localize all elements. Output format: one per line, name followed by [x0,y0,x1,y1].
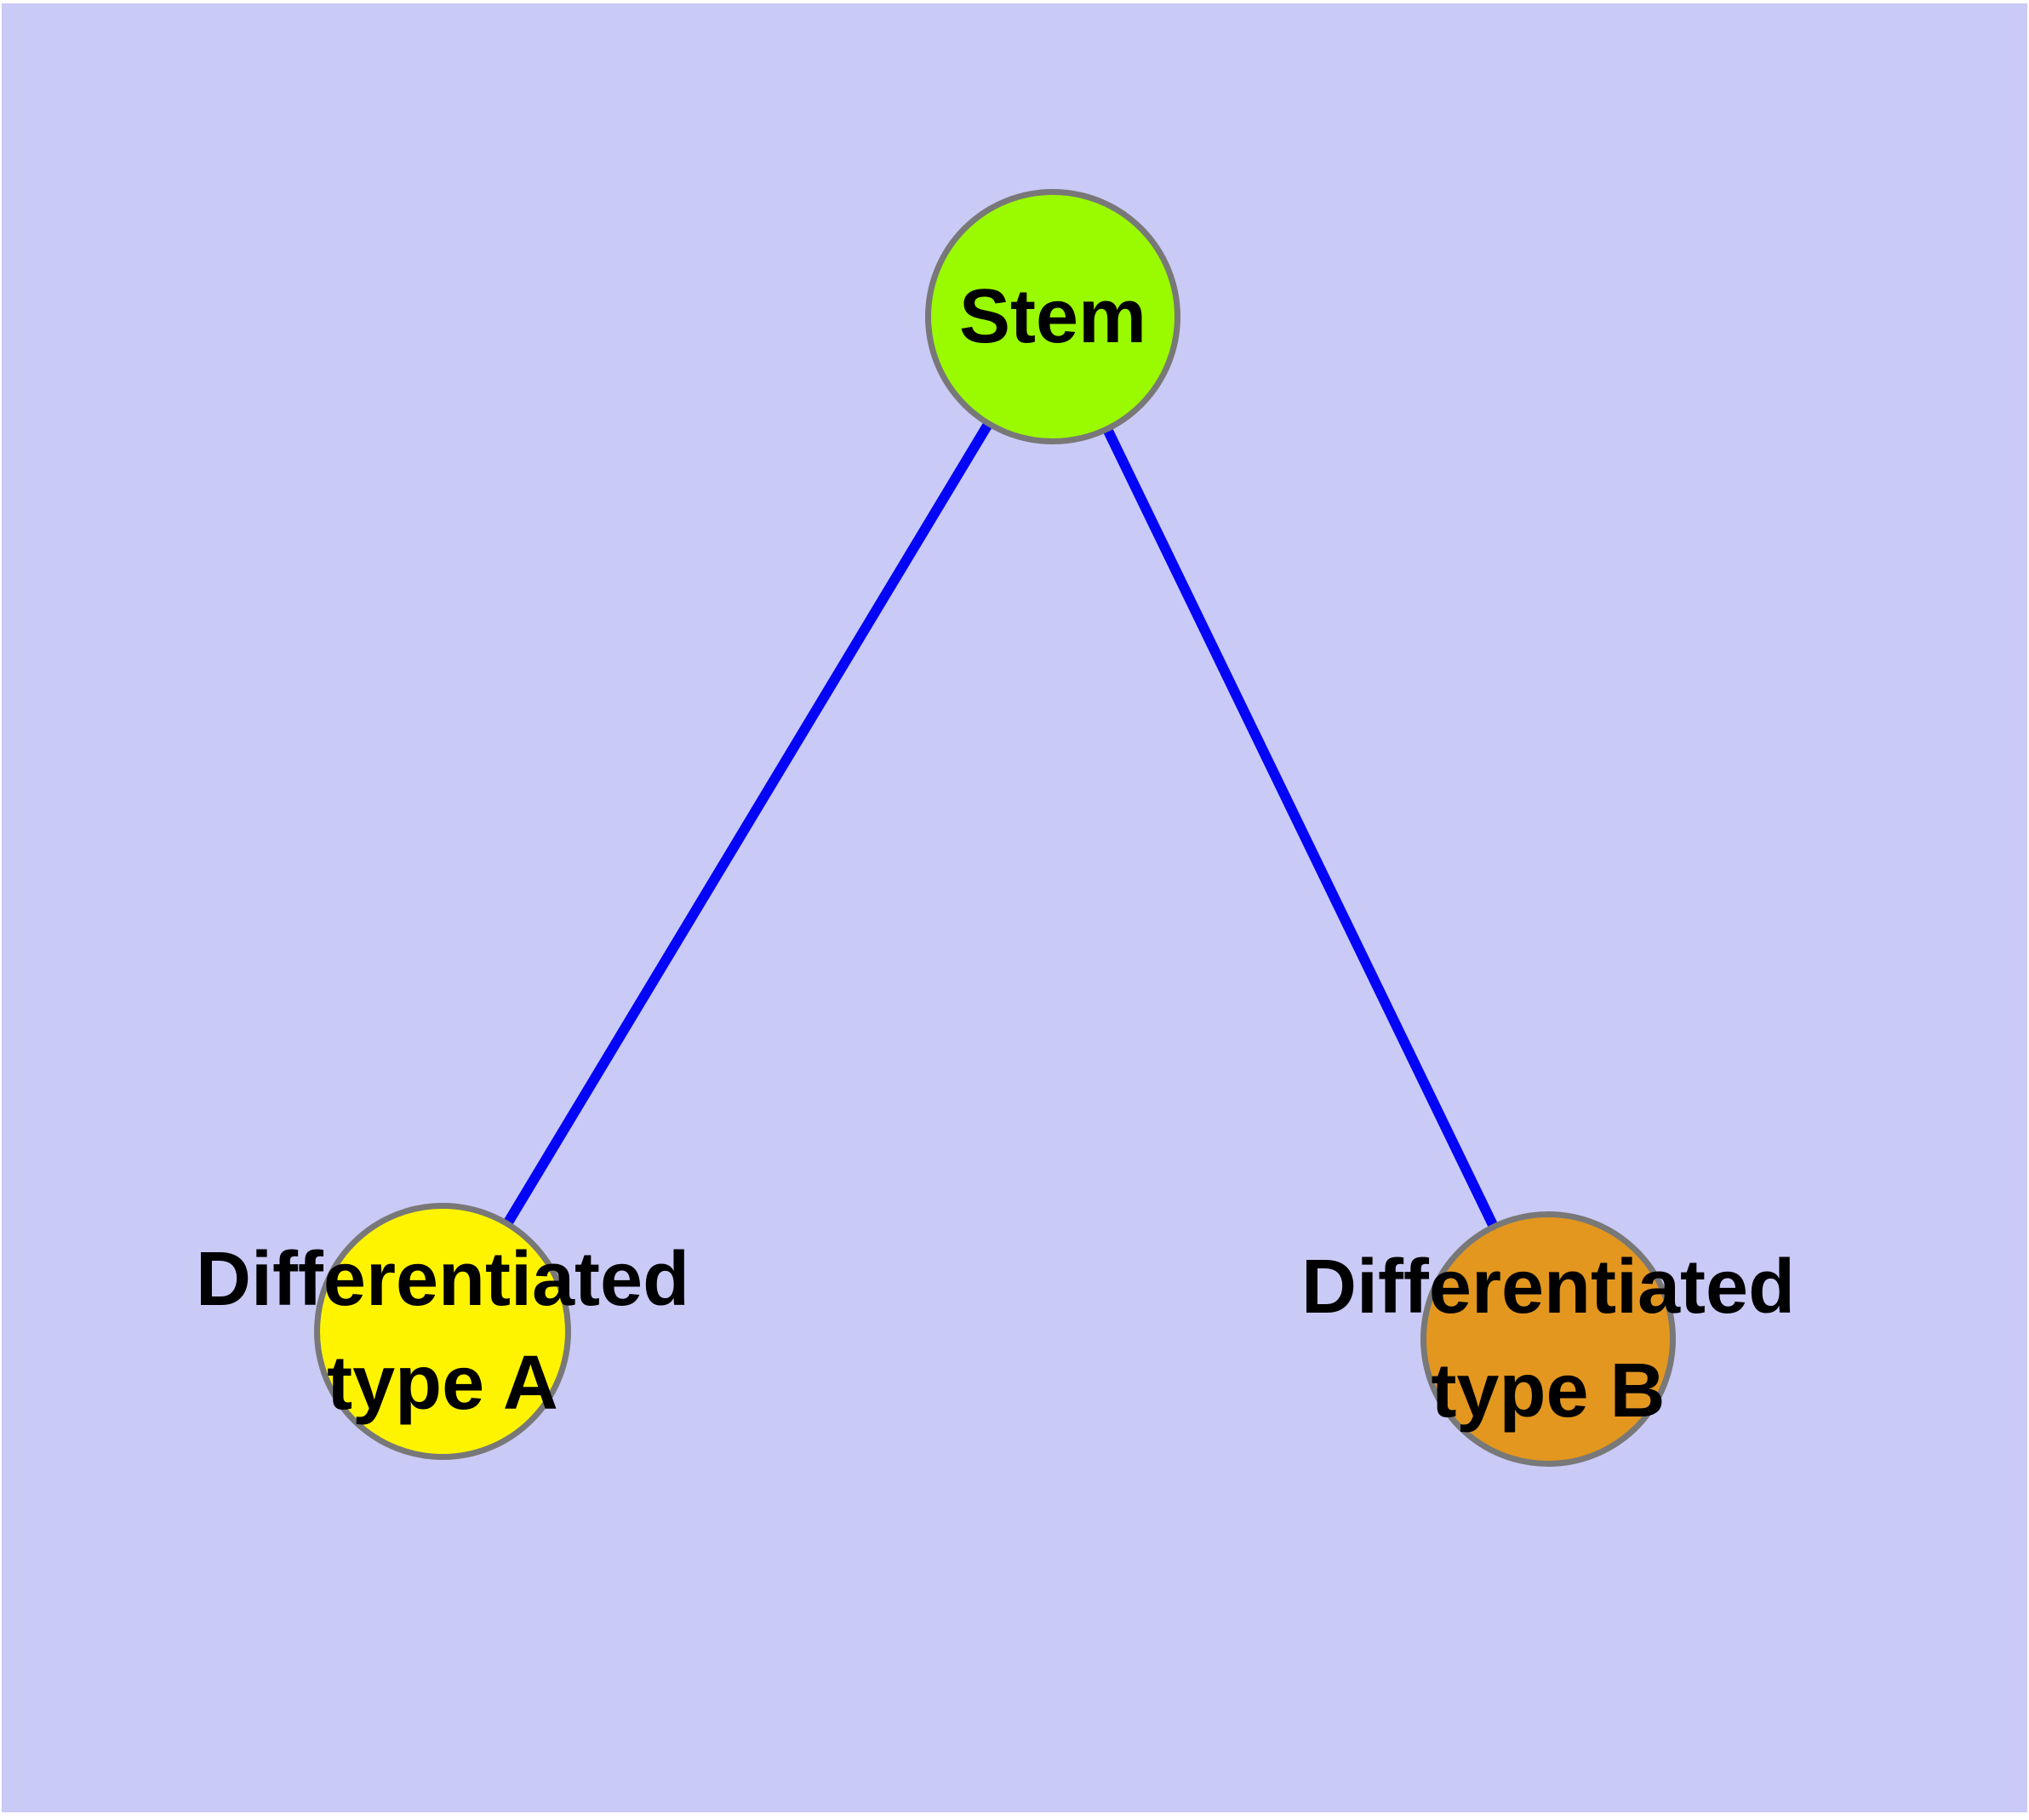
node-differentiated-type-b-label-line2: type B [1431,1348,1666,1434]
node-differentiated-type-a-label-line1: Differentiated [195,1237,690,1322]
node-differentiated-type-a-label: Differentiated type A [196,1228,689,1435]
node-differentiated-type-a: Differentiated type A [196,1203,689,1460]
node-stem-label: Stem [959,265,1146,369]
node-differentiated-type-a-label-line2: type A [327,1341,558,1426]
node-stem-label-line1: Stem [958,274,1147,359]
edges-layer [437,313,1553,1342]
node-differentiated-type-b-label-line1: Differentiated [1300,1245,1796,1330]
edge-stem-to-type-a [437,313,1058,1335]
node-differentiated-type-b: Differentiated type B [1301,1211,1795,1467]
node-differentiated-type-b-label: Differentiated type B [1301,1235,1795,1443]
graph-canvas: Stem Differentiated type A Differentiate… [2,3,2027,1812]
node-stem: Stem [925,189,1180,444]
edge-stem-to-type-b [1048,314,1553,1342]
